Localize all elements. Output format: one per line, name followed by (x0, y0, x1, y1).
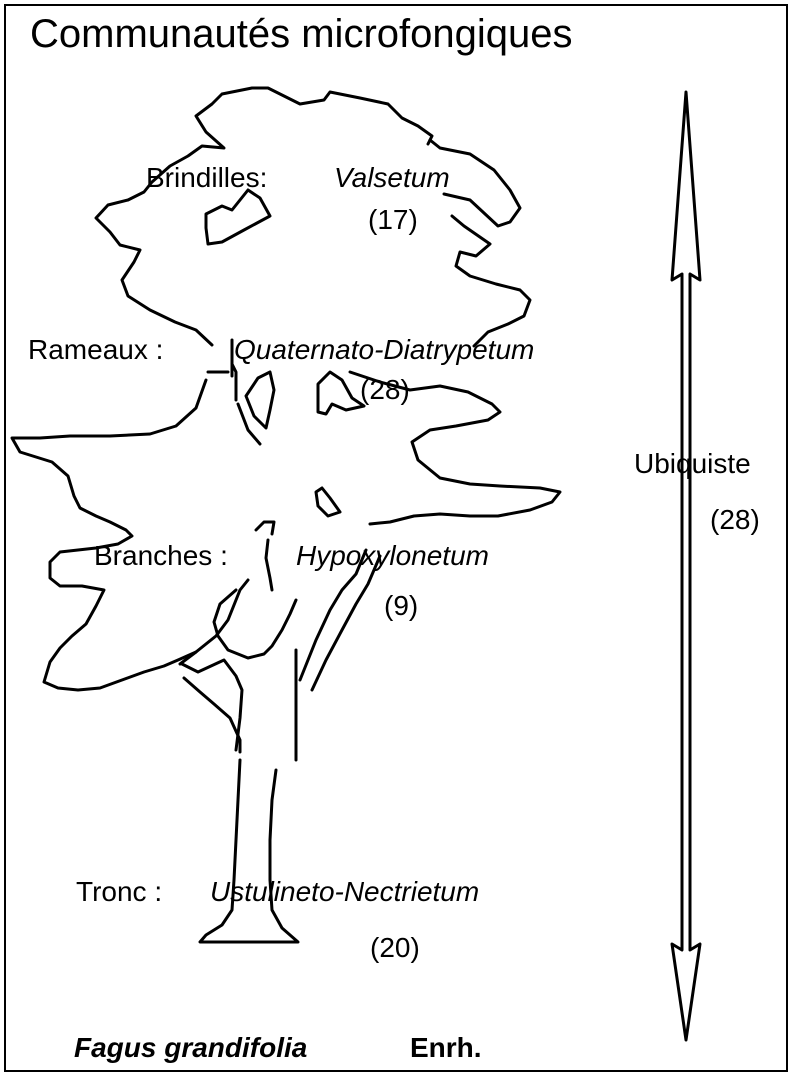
crown-outline-lower-left (12, 380, 206, 690)
level-label-rameaux: Rameaux : (28, 336, 163, 364)
community-twigs: Valsetum (334, 164, 450, 192)
ubiquist-count: (28) (710, 506, 760, 534)
ubiquist-arrow (672, 92, 700, 1040)
twig-gap (206, 190, 270, 244)
leaf-gap-1 (246, 372, 274, 428)
ubiquist-label: Ubiquiste (634, 450, 751, 478)
branch-knot (256, 522, 274, 590)
figure-title: Communautés microfongiques (30, 14, 572, 54)
count-twigs: (17) (368, 206, 418, 234)
branch-left-inner (184, 678, 240, 752)
species-author: Enrh. (410, 1034, 482, 1062)
level-label-trunk: Tronc : (76, 878, 162, 906)
species-name: Fagus grandifolia (74, 1034, 307, 1062)
branch-right-2 (312, 556, 380, 690)
trunk-left (182, 660, 242, 750)
community-rameaux: Quaternato-Diatrypetum (234, 336, 534, 364)
leaf-gap-3 (232, 364, 260, 444)
leaf-gap-2 (318, 372, 364, 414)
level-label-branches: Branches : (94, 542, 228, 570)
community-trunk: Ustulineto-Nectrietum (210, 878, 479, 906)
leaf-gap-4 (316, 488, 340, 516)
crown-outline-right-lower (452, 216, 530, 346)
level-label-twigs: Brindilles: (146, 164, 267, 192)
trunk-lower-left (200, 760, 298, 942)
count-trunk: (20) (370, 934, 420, 962)
community-branches: Hypoxylonetum (296, 542, 489, 570)
count-branches: (9) (384, 592, 418, 620)
count-rameaux: (28) (360, 376, 410, 404)
